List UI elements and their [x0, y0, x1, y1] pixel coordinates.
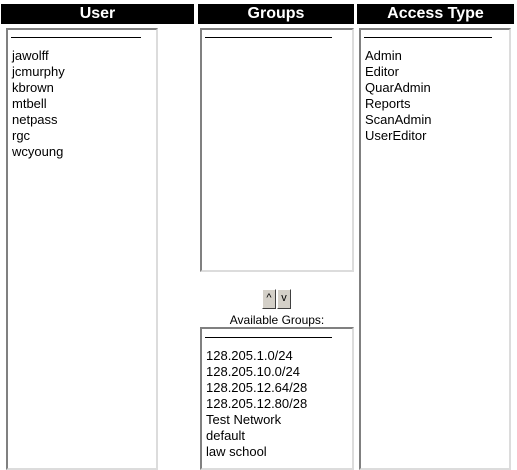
available-group-option[interactable]: Test Network [206, 412, 282, 427]
user-option[interactable]: netpass [12, 112, 58, 127]
group-move-buttons: ^ v [262, 289, 294, 309]
groups-listbox[interactable] [200, 28, 354, 272]
available-group-option[interactable]: default [206, 428, 246, 443]
user-option[interactable]: kbrown [12, 80, 54, 95]
available-group-option[interactable]: 128.205.1.0/24 [206, 348, 293, 363]
user-option[interactable]: rgc [12, 128, 31, 143]
user-option[interactable]: mtbell [12, 96, 47, 111]
available-group-option[interactable]: 128.205.10.0/24 [206, 364, 300, 379]
user-option[interactable]: wcyoung [12, 144, 64, 159]
user-list-separator [11, 37, 141, 38]
available-groups-label: Available Groups: [229, 313, 325, 327]
available-groups-separator [205, 337, 332, 338]
access-type-list-separator [364, 37, 492, 38]
user-column-header: User [1, 4, 194, 24]
access-type-option[interactable]: QuarAdmin [365, 80, 431, 95]
move-down-button[interactable]: v [277, 289, 291, 309]
access-type-option[interactable]: Reports [365, 96, 411, 111]
access-type-option[interactable]: Editor [365, 64, 399, 79]
user-option[interactable]: jawolff [12, 48, 49, 63]
available-group-option[interactable]: law school [206, 444, 267, 459]
groups-list-separator [205, 37, 332, 38]
access-type-option[interactable]: ScanAdmin [365, 112, 432, 127]
access-type-column-header: Access Type [357, 4, 514, 24]
available-group-option[interactable]: 128.205.12.80/28 [206, 396, 308, 411]
available-group-option[interactable]: 128.205.12.64/28 [206, 380, 308, 395]
access-type-option[interactable]: Admin [365, 48, 402, 63]
access-type-option[interactable]: UserEditor [365, 128, 427, 143]
groups-column-header: Groups [198, 4, 354, 24]
move-up-button[interactable]: ^ [262, 289, 276, 309]
user-option[interactable]: jcmurphy [12, 64, 65, 79]
